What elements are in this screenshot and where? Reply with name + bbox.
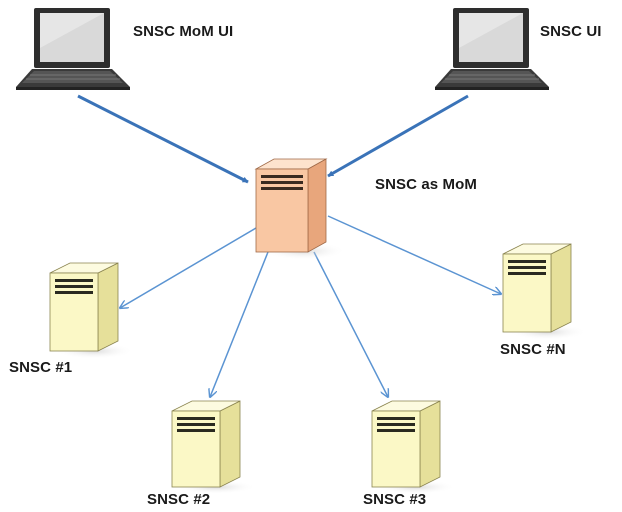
ui-label: SNSC UI [540,23,602,40]
node1-label: SNSC #1 [9,359,73,376]
mom-server-label: SNSC as MoM [375,176,477,193]
arrow-mom-to-snscN [327,215,501,294]
server-tower-icon [371,400,456,494]
arrow-mom-ui-to-mom [77,94,249,184]
server-tower-icon [502,243,587,340]
laptop-icon [16,8,130,90]
arrow-mom-to-snsc1 [120,227,257,308]
node3-label: SNSC #3 [363,491,427,508]
server-tower-icon [254,158,346,260]
server-tower-icon [171,400,256,494]
nodeN-label: SNSC #N [500,341,566,358]
laptop-icon [435,8,549,90]
server-tower-icon [49,262,134,359]
mom-ui-label: SNSC MoM UI [133,23,234,40]
node2-label: SNSC #2 [147,491,211,508]
arrow-mom-to-snsc3 [313,251,388,397]
arrow-ui-to-mom [327,94,469,178]
arrow-mom-to-snsc2 [210,251,269,397]
